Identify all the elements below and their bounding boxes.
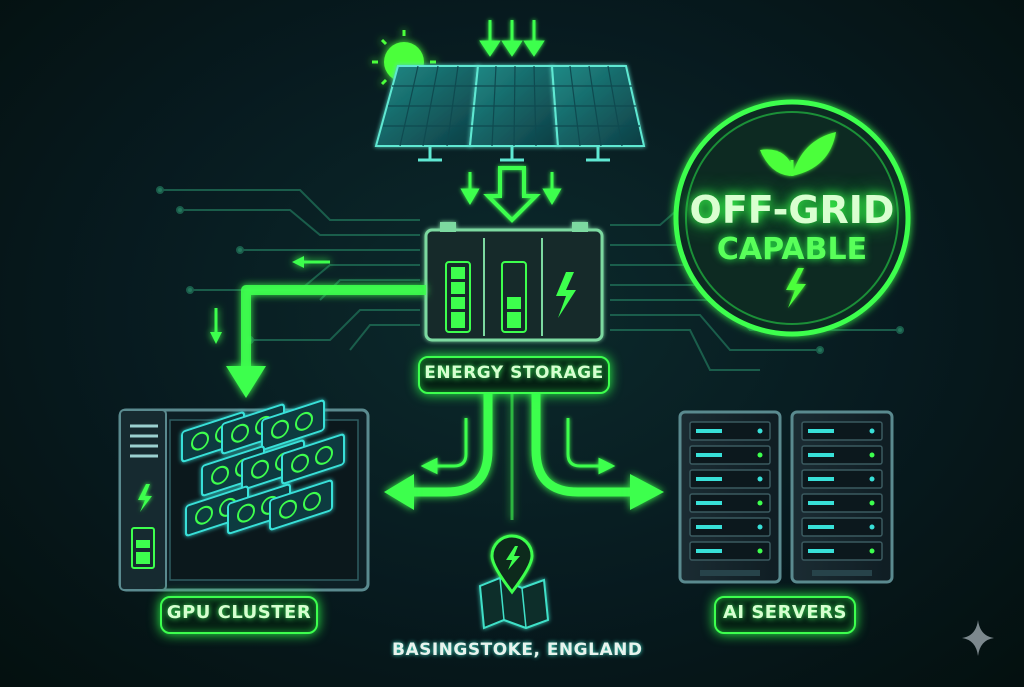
server-led <box>696 549 722 553</box>
location-pin-icon <box>478 534 550 630</box>
server-vent <box>812 570 872 576</box>
badge-bolt-icon <box>786 268 806 308</box>
server-led <box>808 501 834 505</box>
split-arrowheads <box>384 474 664 510</box>
circuit-traces-left <box>156 186 420 351</box>
gpu-cluster-pill <box>160 596 318 634</box>
server-unit <box>689 421 771 441</box>
server-led <box>696 477 722 481</box>
gpu-card-icon <box>269 479 333 531</box>
server-status-light <box>869 548 875 554</box>
server-units <box>689 421 883 576</box>
server-led <box>696 453 722 457</box>
server-status-light <box>757 476 763 482</box>
server-status-light <box>757 524 763 530</box>
server-led <box>808 549 834 553</box>
location-label: BASINGSTOKE, ENGLAND <box>392 640 643 660</box>
server-status-light <box>757 452 763 458</box>
server-status-light <box>869 476 875 482</box>
battery-icon <box>424 222 604 342</box>
solar-to-storage-arrows <box>460 166 562 223</box>
small-flow-arrows <box>420 418 616 475</box>
storage-to-outputs-flow <box>410 388 632 520</box>
sparkle-icon <box>962 620 994 656</box>
ai-servers-label: AI SERVERS <box>722 602 848 623</box>
server-unit <box>689 445 771 465</box>
server-led <box>808 477 834 481</box>
server-unit <box>689 469 771 489</box>
sunlight-arrows <box>479 20 545 57</box>
server-led <box>808 525 834 529</box>
server-status-light <box>757 428 763 434</box>
server-status-light <box>869 428 875 434</box>
gpu-card-icon <box>281 433 345 485</box>
server-led <box>808 429 834 433</box>
server-unit <box>801 421 883 441</box>
off-grid-badge-circle <box>673 99 911 337</box>
off-grid-title: OFF-GRID <box>689 188 895 232</box>
leaf-icon <box>760 132 836 176</box>
server-led <box>808 453 834 457</box>
ai-servers-pill <box>714 596 856 634</box>
server-unit <box>689 541 771 561</box>
capable-subtitle: CAPABLE <box>716 232 868 267</box>
gpu-cluster-label: GPU CLUSTER <box>166 602 312 623</box>
server-status-light <box>757 548 763 554</box>
server-unit <box>801 445 883 465</box>
solar-panels-icon <box>374 65 646 162</box>
server-unit <box>689 493 771 513</box>
gpu-cards <box>181 399 345 537</box>
storage-to-gpu-flow <box>210 256 426 398</box>
server-led <box>696 429 722 433</box>
server-unit <box>689 517 771 537</box>
server-unit <box>801 541 883 561</box>
server-status-light <box>869 524 875 530</box>
energy-storage-label: ENERGY STORAGE <box>424 363 604 383</box>
gpu-card-icon <box>261 399 325 451</box>
server-unit <box>801 493 883 513</box>
server-status-light <box>869 500 875 506</box>
server-status-light <box>869 452 875 458</box>
server-status-light <box>757 500 763 506</box>
server-led <box>696 525 722 529</box>
server-unit <box>801 469 883 489</box>
energy-storage-pill <box>418 356 610 394</box>
server-unit <box>801 517 883 537</box>
server-vent <box>700 570 760 576</box>
server-led <box>696 501 722 505</box>
